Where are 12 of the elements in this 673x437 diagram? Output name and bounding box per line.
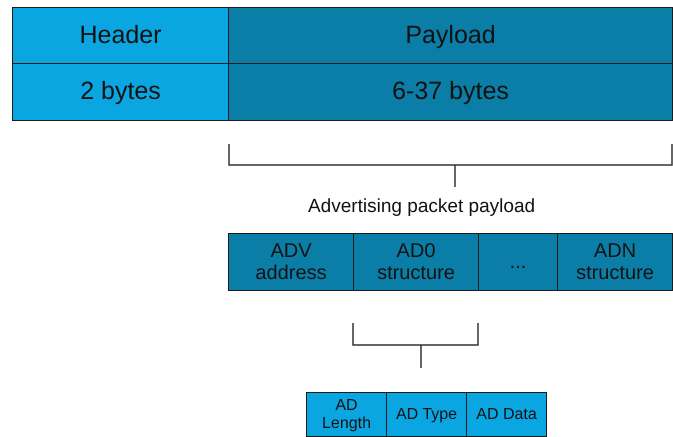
- packet-field: Header: [12, 7, 229, 64]
- packet-field: AD Length: [306, 392, 387, 437]
- packet-field: Payload: [228, 7, 673, 64]
- packet-field: AD0 structure: [353, 233, 479, 291]
- packet-field: AD Type: [386, 392, 467, 437]
- packet-field: ADV address: [228, 233, 354, 291]
- packet-field: 2 bytes: [12, 63, 229, 121]
- packet-field: AD Data: [466, 392, 547, 437]
- packet-field: ADN structure: [557, 233, 673, 291]
- packet-field: ...: [478, 233, 558, 291]
- packet-field: 6-37 bytes: [228, 63, 673, 121]
- caption-text: Advertising packet payload: [308, 196, 536, 218]
